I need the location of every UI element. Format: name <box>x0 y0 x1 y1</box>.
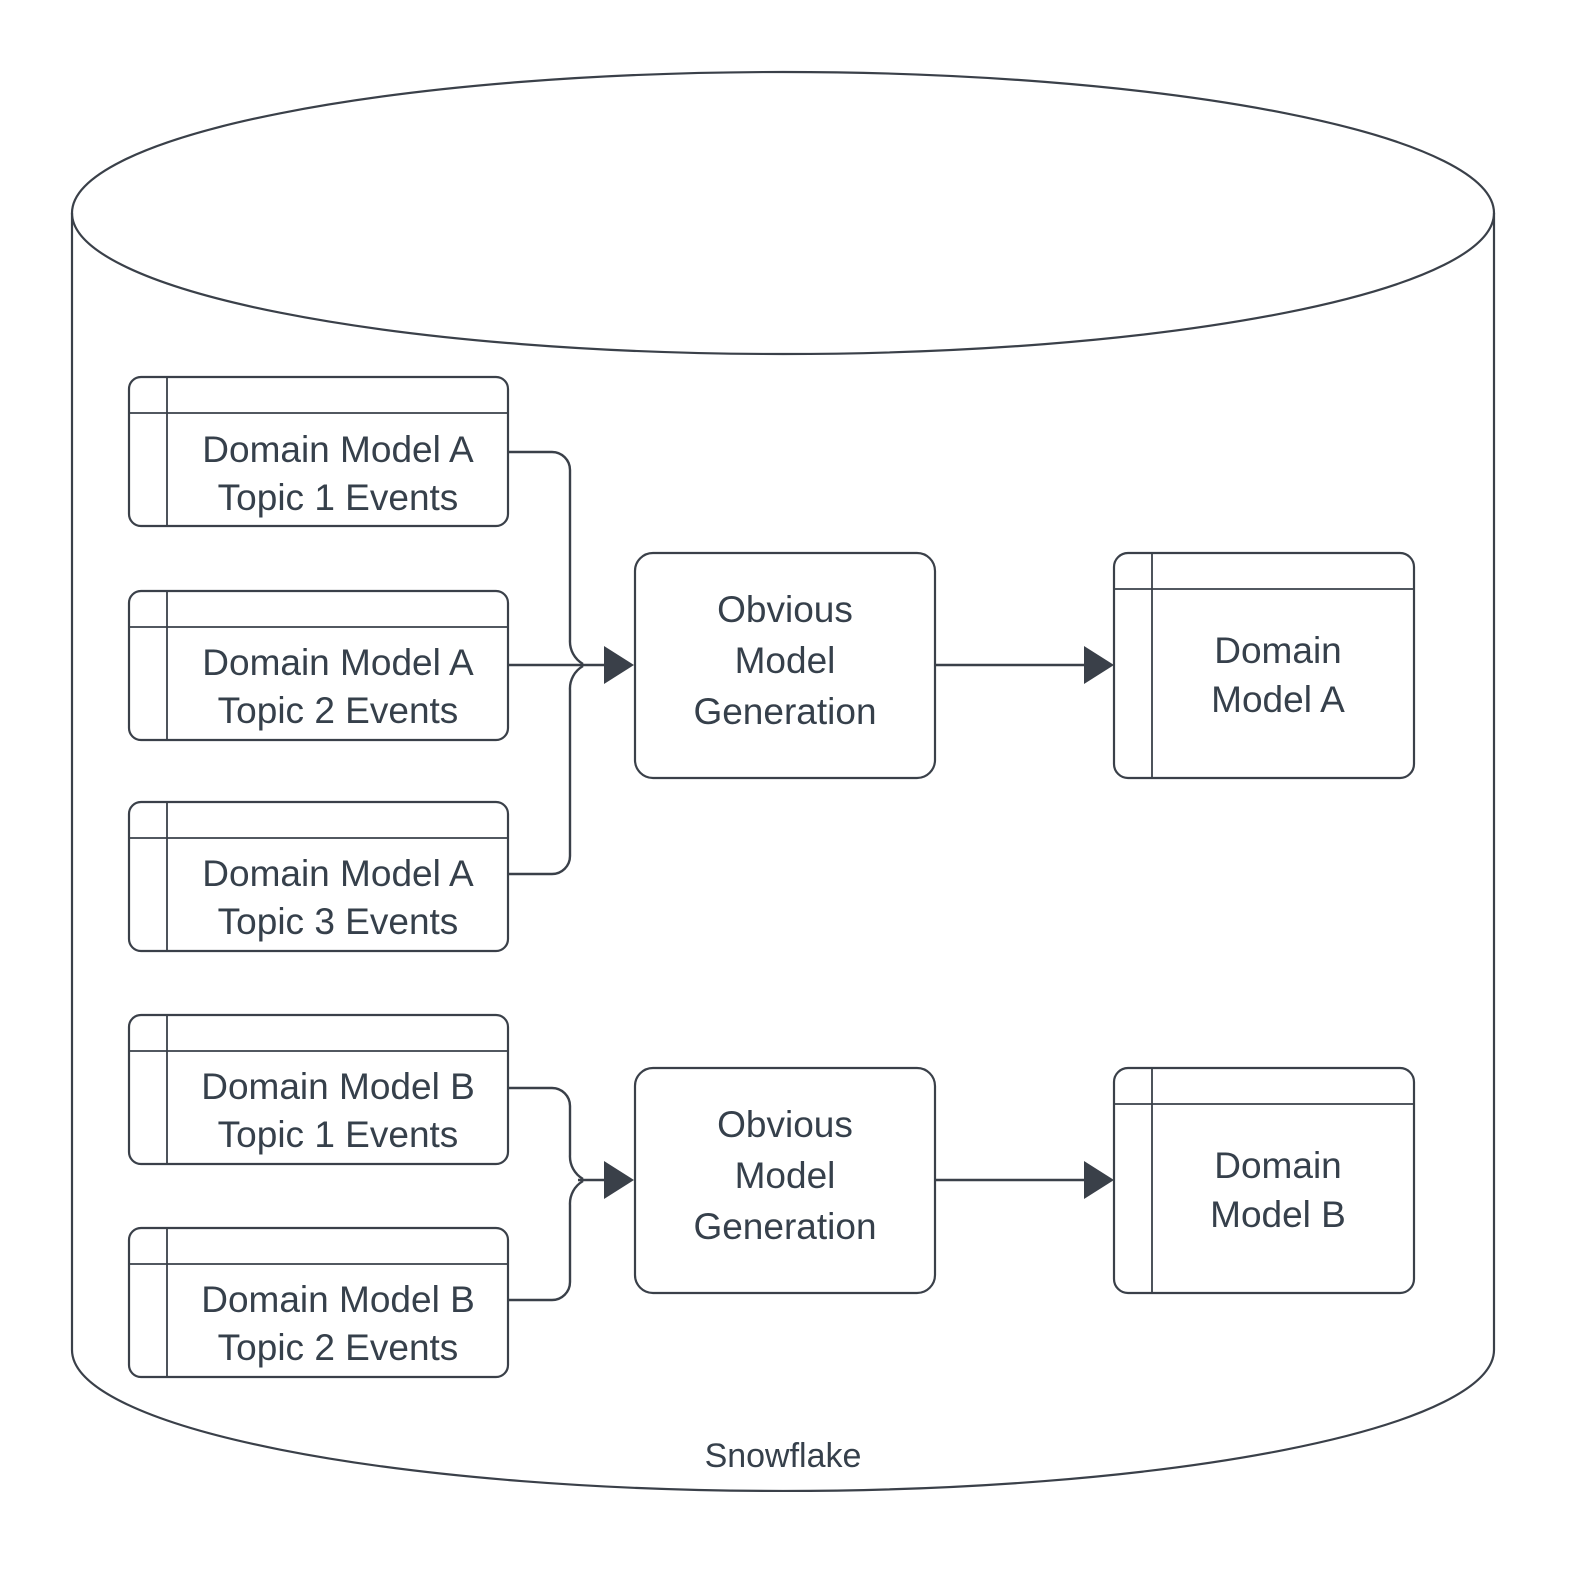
table-node-b2[interactable]: Domain Model B Topic 2 Events <box>127 1226 510 1379</box>
table-label-line1: Domain Model B <box>201 1066 475 1107</box>
table-outline <box>127 375 510 528</box>
connector-group-a <box>508 450 634 876</box>
output-label-line2: Model B <box>1210 1194 1346 1235</box>
process-label-line2: Model <box>735 640 836 681</box>
table-label-line1: Domain Model B <box>201 1279 475 1320</box>
table-label-line1: Domain Model A <box>202 429 474 470</box>
output-label-line2: Model A <box>1211 679 1345 720</box>
table-outline <box>1112 1066 1416 1295</box>
table-label-line1: Domain Model A <box>202 853 474 894</box>
edge-b2-to-generation-b <box>508 1179 584 1302</box>
output-label-line1: Domain <box>1214 1145 1342 1186</box>
table-outline <box>127 800 510 953</box>
output-node-model-a[interactable]: Domain Model A <box>1112 551 1416 780</box>
process-node-generation-a[interactable]: Obvious Model Generation <box>633 551 937 780</box>
table-outline <box>127 1226 510 1379</box>
connector-group-b <box>508 1086 634 1302</box>
table-node-b1[interactable]: Domain Model B Topic 1 Events <box>127 1013 510 1166</box>
table-outline <box>127 589 510 742</box>
table-node-a3[interactable]: Domain Model A Topic 3 Events <box>127 800 510 953</box>
table-outline <box>1112 551 1416 780</box>
arrowhead-into-model-a <box>1084 646 1114 684</box>
process-label-line3: Generation <box>693 1206 876 1247</box>
arrowhead-into-generation-b <box>604 1161 634 1199</box>
table-label-line2: Topic 2 Events <box>218 1327 459 1368</box>
snowflake-cylinder-container: Snowflake <box>70 70 1496 1493</box>
process-node-generation-b[interactable]: Obvious Model Generation <box>633 1066 937 1295</box>
table-label-line2: Topic 1 Events <box>218 477 459 518</box>
table-node-a1[interactable]: Domain Model A Topic 1 Events <box>127 375 510 528</box>
table-label-line2: Topic 3 Events <box>218 901 459 942</box>
edge-a1-to-generation-a <box>508 450 584 666</box>
cylinder-top-ellipse <box>70 70 1496 356</box>
table-label-line1: Domain Model A <box>202 642 474 683</box>
table-node-a2[interactable]: Domain Model A Topic 2 Events <box>127 589 510 742</box>
process-label-line1: Obvious <box>717 1104 853 1145</box>
cylinder-body <box>70 213 1496 1493</box>
edge-b1-to-generation-b <box>508 1086 584 1181</box>
process-outline <box>633 1066 937 1295</box>
process-outline <box>633 551 937 780</box>
process-label-line3: Generation <box>693 691 876 732</box>
process-label-line1: Obvious <box>717 589 853 630</box>
process-label-line2: Model <box>735 1155 836 1196</box>
arrowhead-into-model-b <box>1084 1161 1114 1199</box>
output-label-line1: Domain <box>1214 630 1342 671</box>
arrowhead-into-generation-a <box>604 646 634 684</box>
connector-generation-to-output <box>936 646 1114 1199</box>
table-label-line2: Topic 1 Events <box>218 1114 459 1155</box>
output-node-model-b[interactable]: Domain Model B <box>1112 1066 1416 1295</box>
table-outline <box>127 1013 510 1166</box>
edge-a3-to-generation-a <box>508 664 584 876</box>
cylinder-label-snowflake: Snowflake <box>705 1437 862 1475</box>
table-label-line2: Topic 2 Events <box>218 690 459 731</box>
